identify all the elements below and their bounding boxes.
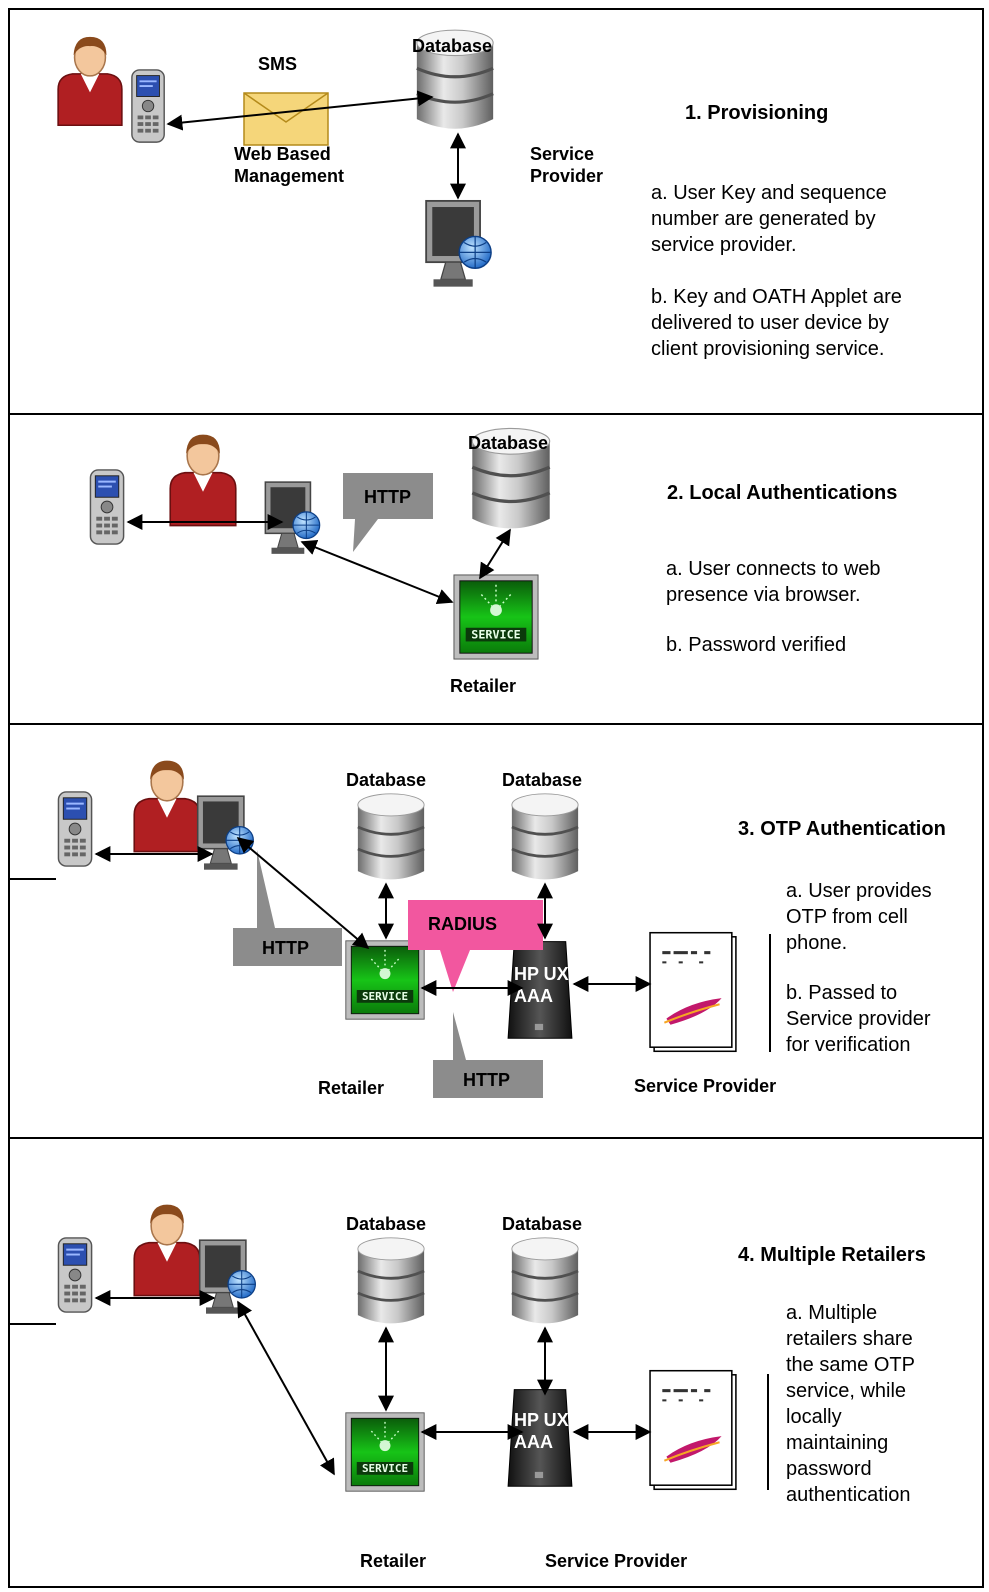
- panel-3-desc-b: b. Passed to Service provider for verifi…: [786, 982, 931, 1056]
- document-icon: [648, 1369, 737, 1491]
- http-label-upper: HTTP: [262, 938, 309, 958]
- panel-1-heading: 1. Provisioning: [685, 102, 829, 124]
- panel-1-desc-b: b. Key and OATH Applet are delivered to …: [651, 286, 902, 360]
- panel-1-desc-a: a. User Key and sequence number are gene…: [651, 182, 887, 256]
- database-label-retailer: Database: [346, 770, 426, 790]
- service-provider-label: Service Provider: [634, 1076, 776, 1096]
- panel-2-desc-a: a. User connects to web presence via bro…: [666, 558, 881, 606]
- database-icon: [510, 1236, 580, 1325]
- http-callout: [343, 473, 433, 552]
- database-label: Database: [412, 36, 492, 56]
- cell-phone-icon: [89, 468, 125, 546]
- sms-connector: [166, 90, 434, 131]
- web-monitor-icon: [196, 795, 255, 871]
- http-label: HTTP: [364, 487, 411, 507]
- retailer-db-connector: [479, 528, 511, 580]
- cell-phone-icon: [57, 790, 93, 868]
- person-icon: [169, 433, 237, 527]
- database-label-provider: Database: [502, 770, 582, 790]
- database-icon: [356, 792, 426, 881]
- panel-3-desc-a: a. User provides OTP from cell phone.: [786, 880, 932, 954]
- panel-frames: [8, 8, 984, 1588]
- retailer-label: Retailer: [318, 1078, 384, 1098]
- radius-label: RADIUS: [428, 914, 497, 934]
- panel-4-heading: 4. Multiple Retailers: [738, 1244, 926, 1266]
- person-icon: [57, 35, 123, 127]
- sms-label: SMS: [258, 54, 297, 74]
- service-screen-icon: [345, 1412, 425, 1492]
- service-screen-icon: [453, 574, 539, 660]
- cell-phone-icon: [57, 1236, 93, 1314]
- retailer-label: Retailer: [450, 676, 516, 696]
- person-icon: [133, 1203, 201, 1297]
- web-monitor-icon: [264, 481, 321, 555]
- document-icon: [648, 931, 737, 1053]
- service-screen-icon: [345, 940, 425, 1020]
- person-icon: [133, 759, 201, 853]
- panel-2-desc-b: b. Password verified: [666, 634, 847, 656]
- monitor-retailer-connector: [236, 836, 370, 950]
- panel-3-heading: 3. OTP Authentication: [738, 818, 946, 840]
- database-icon: [356, 1236, 426, 1325]
- http-label-lower: HTTP: [463, 1070, 510, 1090]
- web-monitor-icon: [425, 199, 493, 288]
- cell-phone-icon: [130, 68, 166, 144]
- radius-callout: [408, 900, 543, 992]
- monitor-retailer-connector: [237, 1300, 335, 1476]
- database-label-provider: Database: [502, 1214, 582, 1234]
- panel-2-local-authentications: HTTP Database Retailer: [89, 426, 552, 696]
- web-monitor-icon: [198, 1239, 257, 1315]
- retailer-label: Retailer: [360, 1551, 426, 1571]
- database-label-retailer: Database: [346, 1214, 426, 1234]
- monitor-retailer-connector: [300, 539, 454, 605]
- sms-envelope-icon: [243, 92, 329, 146]
- panel-3-otp-authentication: HTTP HTTP RADIUS Database Database HP UX…: [57, 759, 776, 1098]
- database-icon: [510, 792, 580, 881]
- database-label: Database: [468, 433, 548, 453]
- service-provider-label: Service Provider: [545, 1551, 687, 1571]
- panel-2-heading: 2. Local Authentications: [667, 482, 898, 504]
- panel-4-desc: a. Multiple retailers share the same OTP…: [786, 1302, 915, 1506]
- http-callout-lower: [433, 1012, 543, 1098]
